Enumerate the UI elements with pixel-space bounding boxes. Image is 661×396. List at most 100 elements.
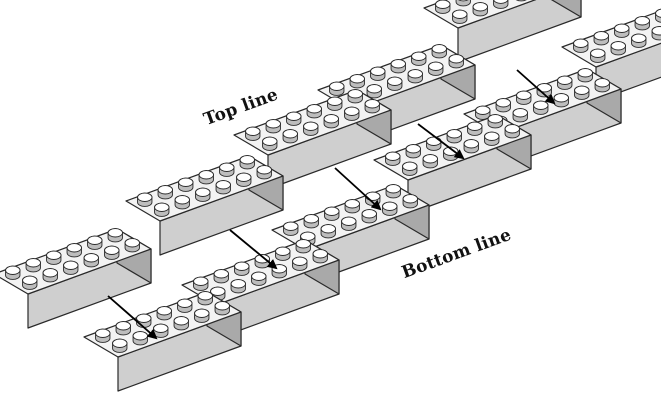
stud-top [405,144,421,154]
stud-top [5,265,21,275]
stud-top [484,131,500,141]
stud-top [577,68,593,78]
stud-top [422,154,438,164]
stud-top [136,313,152,323]
stud [455,0,471,7]
stud-top [593,31,609,41]
stud-top [402,194,418,204]
stud-top [112,338,128,348]
stud-top [214,301,230,311]
stud-top [385,151,401,161]
stud-top [193,276,209,286]
transfer-arrow [417,123,465,160]
stud-top [452,9,468,19]
stud-top [590,48,606,58]
stud-top [303,214,319,224]
stud-top [475,105,491,115]
stud-top [154,202,170,212]
stud-top [347,89,363,99]
stud-top [22,275,38,285]
stud-top [457,0,469,2]
stud-top [610,41,626,51]
stud-top [137,192,153,202]
transfer-arrow [516,69,556,105]
stud-top [631,33,647,43]
stud-top [198,170,214,180]
stud-top [215,180,231,190]
stud-top [173,316,189,326]
stud-top [446,129,462,139]
stud-top [390,59,406,69]
stud-top [254,254,270,264]
stud-top [341,216,357,226]
bottom-line-brick [83,291,242,392]
stud-top [197,291,213,301]
stud-top [213,269,229,279]
stud-top [428,61,444,71]
transfer-arrow [107,295,158,340]
stud-top [239,155,255,165]
stud-top [407,69,423,79]
top-line-brick [423,0,582,63]
stud-top [574,85,590,95]
stud-top [344,199,360,209]
stud-top [87,235,103,245]
stud-top [435,0,451,9]
stud-top [156,306,172,316]
brick-end-face [550,0,582,18]
stud-top [364,99,380,109]
stud-top [467,121,483,131]
stud-top [153,323,169,333]
stud-top [512,108,528,118]
stud-top [177,298,193,308]
stud-top [219,162,235,172]
stud-top [265,119,281,129]
stud-top [303,121,319,131]
stud-top [292,256,308,266]
stud [515,0,527,2]
stud-top [157,185,173,195]
stud-top [504,124,520,134]
stud-top [194,308,210,318]
stud-top [344,106,360,116]
stud-top [63,260,79,270]
stud-top [365,191,381,201]
top-line-brick [0,228,152,329]
stud-top [493,0,509,4]
stud-top [25,258,41,268]
stud-top [275,246,291,256]
stud-top [104,245,120,255]
stud-top [83,253,99,263]
transfer-arrow [334,167,382,211]
stud-top [295,239,311,249]
stud-top [411,51,427,61]
stud-top [516,90,532,100]
stud-top [124,238,140,248]
stud-top [174,195,190,205]
stud-top [382,201,398,211]
stud-top [329,81,345,91]
stud-top [387,76,403,86]
top-line-brick [125,155,284,256]
stud-top [262,136,278,146]
transfer-arrow [229,229,278,270]
stud-top [306,104,322,114]
stud-top [361,209,377,219]
stud-top [115,321,131,331]
stud-top [210,286,226,296]
stud-top [463,139,479,149]
stud-top [431,44,447,54]
stud-top [323,114,339,124]
stud-top [655,8,661,18]
stud-top [487,114,503,124]
bottom-line-brick [373,114,532,215]
stud-top [472,2,488,12]
brick-front-face [457,0,582,63]
stud-top [236,172,252,182]
stud-top [349,74,365,84]
stud-top [573,38,589,48]
stud-top [533,100,549,110]
stud-top [312,249,328,259]
